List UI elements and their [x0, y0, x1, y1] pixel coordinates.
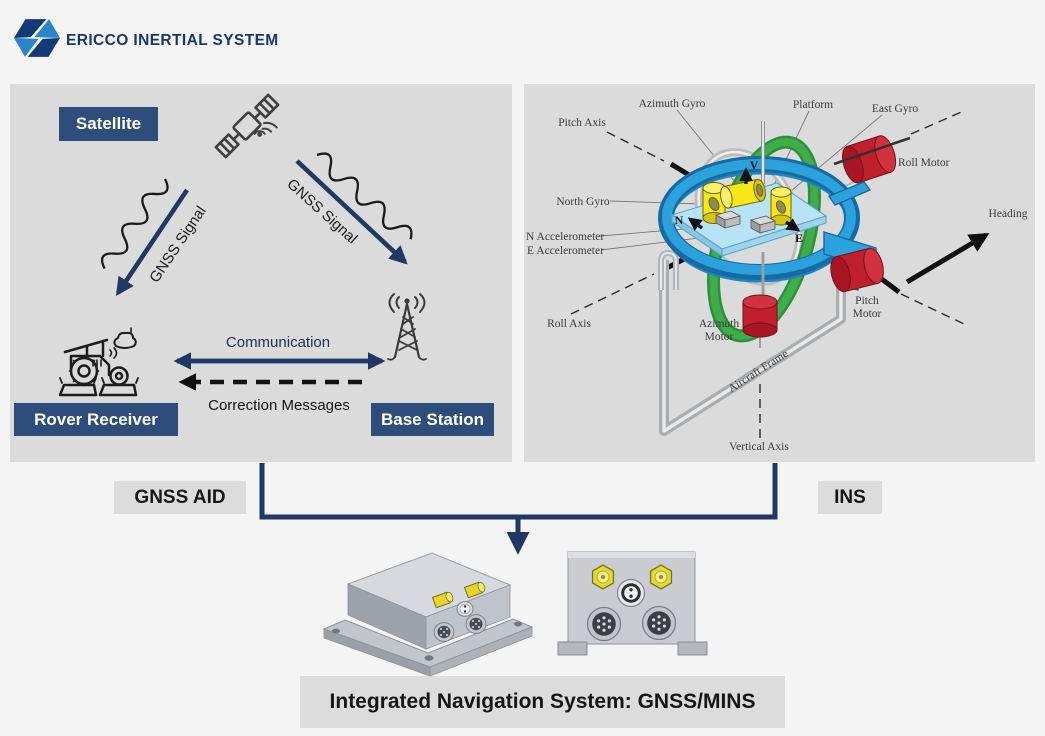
n-accelerometer-shape: [714, 210, 742, 229]
rf-connector-icon: [649, 564, 673, 590]
rf-connector-icon: [463, 581, 486, 599]
communication-label: Communication: [225, 334, 331, 351]
east-gyro-label: East Gyro: [872, 103, 919, 115]
azimuth-motor-shape: [742, 294, 778, 338]
axis-n-letter: N: [675, 213, 684, 227]
vertical-axis-label: Vertical Axis: [729, 441, 789, 453]
gnss-panel: Satellite Rover Receiver Base Station GN…: [10, 84, 512, 462]
north-gyro-label: North Gyro: [556, 196, 610, 208]
integrated-system-label: Integrated Navigation System: GNSS/MINS: [300, 676, 785, 728]
gnss-aid-label: GNSS AID: [114, 481, 246, 514]
rover-receiver-label: Rover Receiver: [14, 403, 178, 436]
aircraft-frame-shape: [659, 260, 846, 436]
axis-dashed-lines: [570, 109, 967, 441]
satellite-label: Satellite: [59, 107, 158, 141]
e-accelerometer-label: E Accelerometer: [527, 245, 604, 257]
brand-title: ERICCO INERTIAL SYSTEM: [66, 32, 279, 49]
roll-axis-line: [570, 273, 655, 315]
ins-diagram: Azimuth Gyro Platform East Gyro Pitch Ax…: [526, 98, 1028, 453]
imu-front-render: [557, 551, 708, 656]
axis-arrows: [687, 167, 801, 232]
pitch-motor-shape: [830, 247, 884, 293]
header: ERICCO INERTIAL SYSTEM: [0, 0, 1045, 76]
gnss-art: [58, 93, 427, 397]
east-gyro-shape: [770, 186, 792, 226]
aircraft-frame-label: Aircraft Frame: [726, 348, 790, 395]
data-connector-icon: [586, 606, 622, 642]
mounting-foot: [677, 641, 708, 656]
pitch-motor-label-2: Motor: [853, 308, 882, 320]
gnss-signal-arrow-left: [115, 188, 189, 297]
mounting-foot: [557, 641, 588, 656]
radio-tower-icon: [387, 293, 427, 361]
base-station-label: Base Station: [371, 403, 494, 436]
tractor-icon: [58, 327, 139, 397]
azimuth-gyro-shape: [720, 178, 766, 209]
rf-connector-icon: [591, 564, 615, 590]
blue-gimbal-ring: [658, 156, 860, 283]
wave-right: [316, 152, 413, 240]
roll-motor-label: Roll Motor: [898, 157, 950, 169]
azimuth-motor-label-2: Motor: [705, 331, 734, 343]
data-connector-icon: [641, 605, 677, 641]
pitch-motor-label-1: Pitch: [855, 295, 879, 307]
axis-e-letter: E: [795, 231, 803, 245]
imu-isometric-render: [322, 552, 534, 677]
data-connector-icon: [433, 622, 455, 642]
wave-left: [100, 178, 169, 270]
pitch-axis-line: [606, 131, 665, 162]
power-connector-icon: [616, 578, 646, 608]
platform-label: Platform: [793, 99, 833, 111]
azimuth-gyro-label: Azimuth Gyro: [639, 98, 706, 110]
ins-panel: Azimuth Gyro Platform East Gyro Pitch Ax…: [524, 84, 1035, 462]
merge-connector: [259, 463, 778, 555]
gimbal-post: [658, 249, 679, 290]
rf-connector-icon: [431, 591, 454, 609]
axis-v-letter: V: [750, 158, 759, 172]
roll-axis-label: Roll Axis: [547, 318, 591, 330]
imu-products: [322, 551, 708, 677]
correction-messages-label: Correction Messages: [208, 397, 350, 414]
roll-axis-shaft: [833, 136, 911, 166]
ericco-logo-icon: [14, 19, 60, 57]
data-connector-icon: [465, 614, 487, 634]
gnss-signal-arrow-right: [295, 159, 408, 265]
azimuth-motor-label-1: Azimuth: [699, 318, 739, 330]
heading-arrow: [905, 232, 990, 285]
ins-label: INS: [818, 481, 882, 514]
n-accelerometer-label: N Accelerometer: [526, 231, 604, 243]
bracket-line: [259, 463, 778, 520]
satellite-icon: [214, 93, 280, 159]
heading-label: Heading: [989, 208, 1028, 220]
pitch-axis-label: Pitch Axis: [558, 117, 606, 129]
power-connector-icon: [456, 601, 474, 617]
north-gyro-shape: [702, 182, 726, 224]
e-accelerometer-shape: [749, 215, 777, 234]
